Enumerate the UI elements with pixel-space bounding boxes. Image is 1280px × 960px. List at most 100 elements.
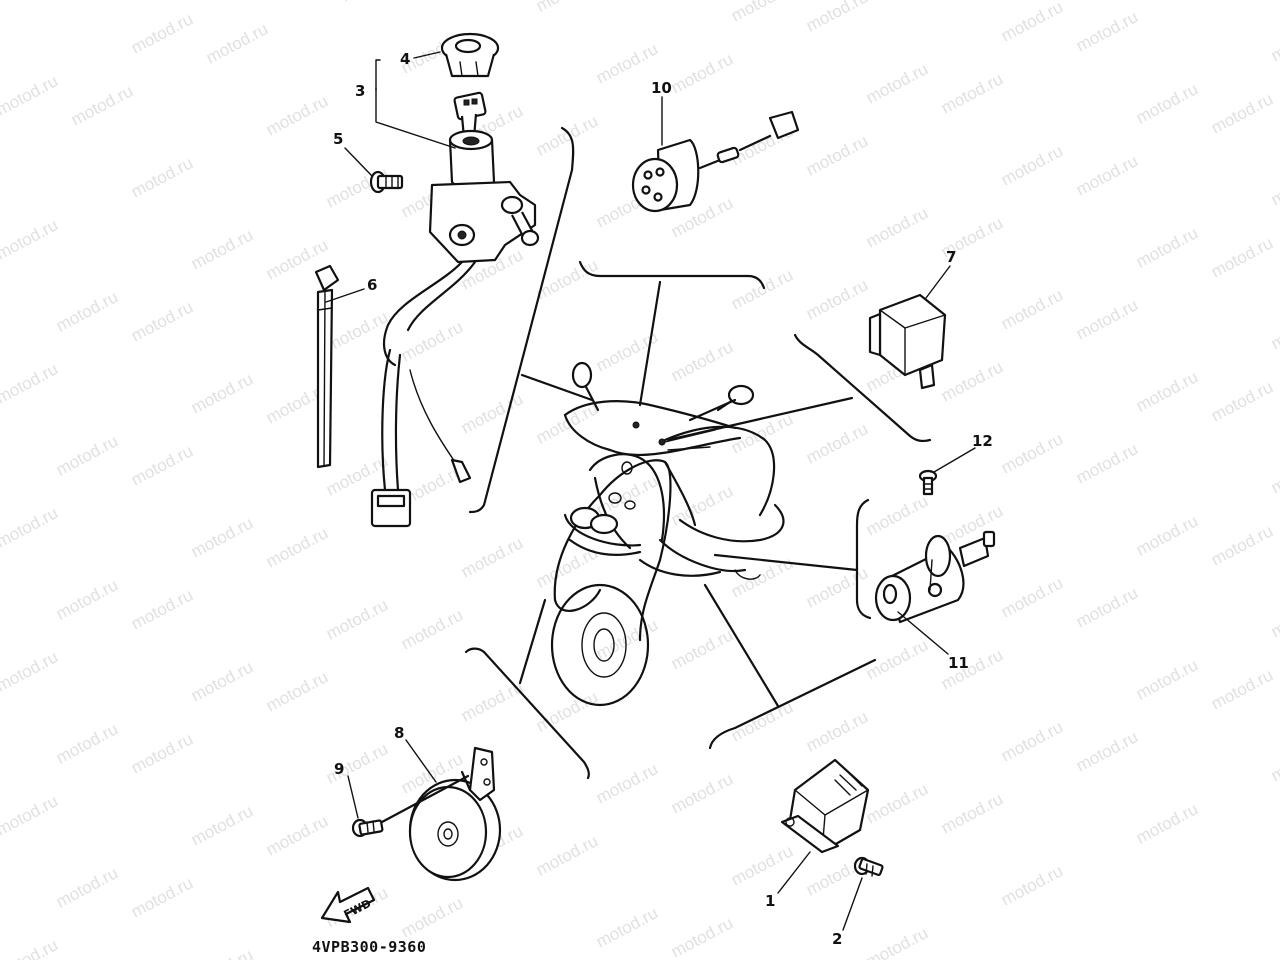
watermark-text: motod.ru: [128, 9, 196, 57]
watermark-text: motod.ru: [668, 625, 736, 673]
watermark-text: motod.ru: [53, 431, 121, 479]
callout-2: 2: [832, 930, 842, 948]
watermark-text: motod.ru: [593, 615, 661, 663]
watermark-text: motod.ru: [533, 687, 601, 735]
leader-lines: [464, 126, 932, 780]
watermark-text: motod.ru: [128, 297, 196, 345]
watermark-text: motod.ru: [1208, 233, 1276, 281]
watermark-text: motod.ru: [938, 789, 1006, 837]
watermark-text: motod.ru: [1133, 511, 1201, 559]
watermark-text: motod.ru: [1268, 17, 1280, 65]
watermark-text: motod.ru: [398, 317, 466, 365]
watermark-text: motod.ru: [1073, 151, 1141, 199]
watermark-text: motod.ru: [998, 861, 1066, 909]
watermark-text: motod.ru: [68, 81, 136, 129]
cable-tie: [314, 264, 340, 469]
watermark-text: motod.ru: [0, 647, 61, 695]
watermark-text: motod.ru: [803, 275, 871, 323]
watermark-text: motod.ru: [533, 399, 601, 447]
watermark-text: motod.ru: [1073, 439, 1141, 487]
watermark-text: motod.ru: [188, 801, 256, 849]
watermark-text: motod.ru: [188, 225, 256, 273]
watermark-text: motod.ru: [998, 0, 1066, 46]
callout-9: 9: [334, 760, 344, 778]
watermark-text: motod.ru: [53, 287, 121, 335]
watermark-text: motod.ru: [668, 337, 736, 385]
switch-part-11: [874, 530, 996, 624]
watermark-text: motod.ru: [1073, 583, 1141, 631]
callout-8: 8: [394, 724, 404, 742]
watermark-text: motod.ru: [668, 769, 736, 817]
watermark-text: motod.ru: [398, 893, 466, 941]
watermark-text: motod.ru: [1268, 305, 1280, 353]
watermark-text: motod.ru: [998, 573, 1066, 621]
watermark-text: motod.ru: [398, 605, 466, 653]
callout-1: 1: [765, 892, 775, 910]
watermark-text: motod.ru: [728, 265, 796, 313]
regulator-part-1: [780, 758, 870, 854]
watermark-text: motod.ru: [863, 779, 931, 827]
watermark-text: motod.ru: [1268, 161, 1280, 209]
watermark-text: motod.ru: [323, 595, 391, 643]
watermark-text: motod.ru: [338, 0, 406, 6]
watermark-text: motod.ru: [668, 49, 736, 97]
watermark-text: motod.ru: [188, 657, 256, 705]
screw-part-12: [918, 469, 938, 496]
watermark-text: motod.ru: [188, 945, 256, 960]
watermark-text: motod.ru: [1133, 799, 1201, 847]
watermark-text: motod.ru: [128, 873, 196, 921]
watermark-text: motod.ru: [1208, 377, 1276, 425]
connector-part-10: [631, 110, 800, 213]
watermark-text: motod.ru: [1268, 593, 1280, 641]
fwd-arrow: FWD: [320, 886, 376, 924]
watermark-text: motod.ru: [998, 285, 1066, 333]
watermark-text: motod.ru: [803, 419, 871, 467]
watermark-text: motod.ru: [1208, 89, 1276, 137]
watermark-text: motod.ru: [668, 481, 736, 529]
watermark-text: motod.ru: [128, 729, 196, 777]
relay-part-7: [868, 293, 947, 390]
horn-part-8: [408, 746, 502, 882]
watermark-text: motod.ru: [668, 913, 736, 960]
watermark-text: motod.ru: [803, 563, 871, 611]
watermark-text: motod.ru: [53, 863, 121, 911]
callout-12: 12: [972, 432, 993, 450]
watermark-text: motod.ru: [1133, 367, 1201, 415]
part-code: 4VPB300-9360: [312, 938, 426, 956]
watermark-text: motod.ru: [1268, 737, 1280, 785]
watermark-text: motod.ru: [998, 717, 1066, 765]
watermark-text: motod.ru: [593, 471, 661, 519]
watermark-text: motod.ru: [0, 71, 61, 119]
watermark-text: motod.ru: [803, 0, 871, 36]
watermark-text: motod.ru: [203, 19, 271, 67]
watermark-text: motod.ru: [1133, 79, 1201, 127]
callout-6: 6: [367, 276, 377, 294]
watermark-text: motod.ru: [533, 831, 601, 879]
callout-7: 7: [946, 248, 956, 266]
watermark-text: motod.ru: [263, 667, 331, 715]
scooter-illustration: [550, 361, 785, 707]
watermark-text: motod.ru: [863, 203, 931, 251]
watermark-text: motod.ru: [0, 215, 61, 263]
watermark-text: motod.ru: [1073, 295, 1141, 343]
callout-numbers: 4 3 5 6 10 7 12 11 8 9 1 2: [333, 50, 993, 948]
callout-10: 10: [651, 79, 672, 97]
watermark-text: motod.ru: [1268, 449, 1280, 497]
watermark-text: motod.ru: [863, 923, 931, 960]
watermark-text: motod.ru: [263, 91, 331, 139]
watermark-text: motod.ru: [128, 441, 196, 489]
watermark-text: motod.ru: [1073, 727, 1141, 775]
screw-part-2: [853, 856, 884, 877]
watermark-text: motod.ru: [263, 811, 331, 859]
watermark-text: motod.ru: [998, 429, 1066, 477]
watermark-text: motod.ru: [1208, 521, 1276, 569]
watermark-text: motod.ru: [1208, 665, 1276, 713]
watermark-text: motod.ru: [128, 585, 196, 633]
watermark-text: motod.ru: [728, 409, 796, 457]
callout-5: 5: [333, 130, 343, 148]
watermark-text: motod.ru: [458, 533, 526, 581]
watermark-text: motod.ru: [128, 153, 196, 201]
watermark-text: motod.ru: [803, 707, 871, 755]
callout-11: 11: [948, 654, 969, 672]
watermark-text: motod.ru: [863, 635, 931, 683]
